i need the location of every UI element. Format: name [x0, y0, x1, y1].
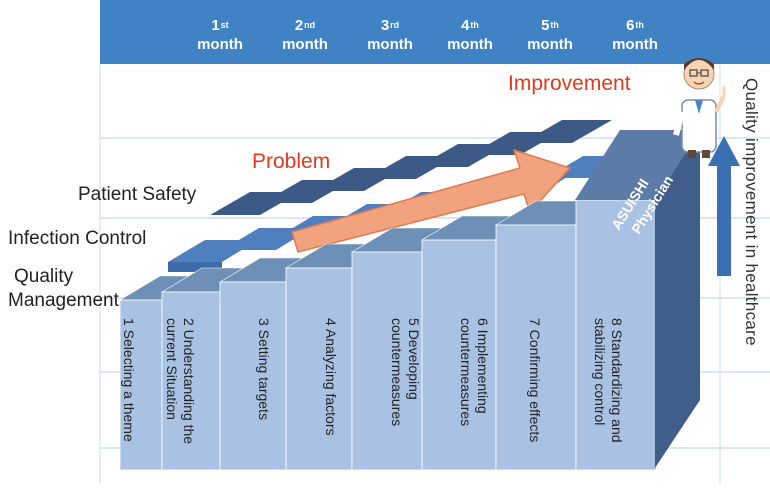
step-5-front — [351, 251, 423, 471]
step-3-front — [219, 281, 287, 471]
step-label-7: 7 Confirming effects — [527, 318, 543, 443]
step-8-front — [575, 199, 657, 471]
physician-figure — [673, 58, 726, 158]
step-6-front — [421, 239, 497, 471]
step-label-8: 8 Standardizing and stabilizing control — [592, 318, 625, 443]
staircase-side-wall — [655, 130, 700, 468]
staircase-top-platform — [575, 130, 700, 200]
step-label-3: 3 Setting targets — [256, 318, 272, 420]
quality-up-arrow — [708, 136, 740, 276]
step-2-front — [161, 291, 221, 471]
step-label-2: 2 Understanding the current Situation — [164, 318, 197, 445]
row-label-infection-control: Infection Control — [8, 228, 147, 249]
row-label-patient-safety: Patient Safety — [78, 184, 197, 205]
step-1-front — [119, 299, 163, 471]
row-label-quality-management-line1: Quality — [14, 266, 74, 287]
quality-improvement-axis-label: Quality improvement in healthcare — [742, 78, 761, 346]
step-label-5: 5 Developing countermeasures — [389, 318, 422, 427]
row-patient-safety-steps — [210, 120, 612, 215]
step-label-6: 6 Implementing countermeasures — [458, 318, 491, 427]
step-4-front — [285, 267, 353, 471]
step-7-front — [495, 224, 577, 471]
problem-label: Problem — [252, 150, 331, 173]
month-header-band — [100, 0, 770, 64]
progress-arrow — [291, 148, 572, 253]
improvement-label: Improvement — [508, 72, 631, 95]
front-staircase — [118, 175, 698, 471]
step-label-1: 1 Selecting a theme — [121, 318, 137, 442]
step-label-4: 4 Analyzing factors — [323, 318, 339, 436]
row-label-quality-management-line2: Management — [8, 290, 119, 311]
